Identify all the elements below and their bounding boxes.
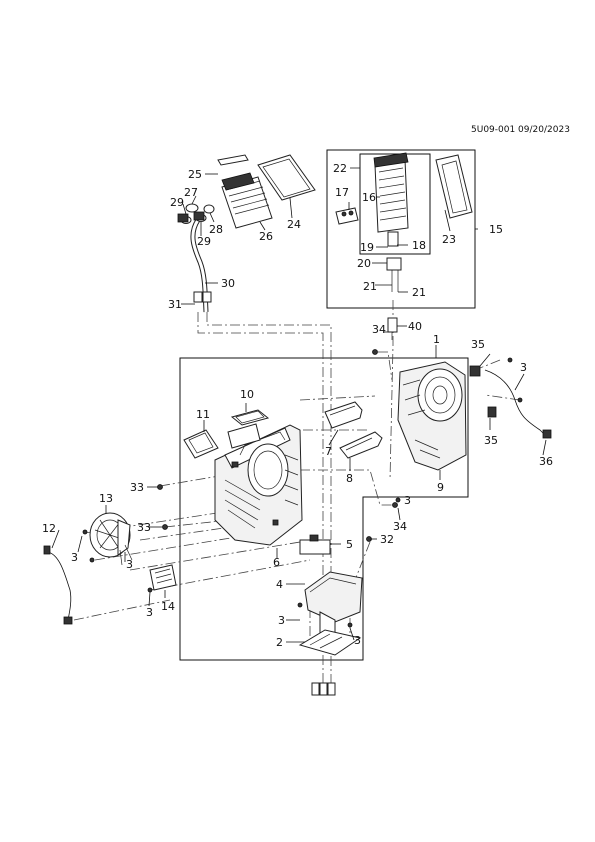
- callout-label: 10: [240, 388, 254, 401]
- callout-label: 3: [404, 494, 411, 507]
- drain-plate: [298, 629, 362, 656]
- callout-label: 18: [412, 239, 426, 252]
- wiring-harness: [47, 551, 72, 621]
- callout-label: 14: [161, 600, 175, 613]
- callout-label: 5: [346, 538, 353, 551]
- heater-core-subframe: [359, 153, 431, 255]
- callout-label: 35: [471, 338, 485, 351]
- blower-motor: [89, 512, 133, 566]
- callout-label: 40: [408, 320, 422, 333]
- assembly-line: [159, 474, 226, 487]
- callout-label: 15: [489, 223, 503, 236]
- callout-label: 3: [278, 614, 285, 627]
- callout-label: 31: [168, 298, 182, 311]
- callout-label: 1: [433, 333, 440, 346]
- screws: [82, 349, 523, 628]
- harness-connector: [43, 545, 51, 555]
- callout-label: 30: [221, 277, 235, 290]
- callout-labels: 1 2 3 3 3 3 3 3 3 4 5 6 7 8 9 10 11 12 1…: [42, 162, 553, 649]
- callout-label: 34: [393, 520, 407, 533]
- wiring-harness: [484, 369, 549, 439]
- assembly-line: [299, 395, 376, 401]
- assembly-line: [206, 312, 332, 690]
- callout-label: 21: [363, 280, 377, 293]
- callout-label: 3: [71, 551, 78, 564]
- assembly-line: [129, 541, 301, 571]
- blower-control-module: [149, 564, 177, 591]
- document-reference-code: 5U09-001 09/20/2023: [471, 125, 570, 135]
- callout-label: 12: [42, 522, 56, 535]
- drain-fittings: [311, 682, 336, 696]
- callout-label: 3: [354, 634, 361, 647]
- callout-label: 35: [484, 434, 498, 447]
- hvac-main-case: [214, 424, 303, 546]
- callout-label: 25: [188, 168, 202, 181]
- hvac-module-group-frame: [179, 357, 469, 661]
- assembly-line: [300, 469, 395, 506]
- callout-label: 22: [333, 162, 347, 175]
- callout-label: 21: [412, 286, 426, 299]
- callout-label: 6: [273, 556, 280, 569]
- assembly-line: [94, 529, 281, 561]
- callout-label: 36: [539, 455, 553, 468]
- actuator: [299, 534, 331, 555]
- rear-heater-core: [217, 154, 316, 229]
- temperature-sensor: [387, 317, 398, 340]
- callout-label: 17: [335, 186, 349, 199]
- air-duct: [339, 431, 383, 459]
- front-heater-core: [335, 152, 473, 292]
- callout-label: 3: [126, 558, 133, 571]
- callout-label: 33: [137, 521, 151, 534]
- assembly-line: [484, 394, 521, 401]
- blower-case: [397, 361, 497, 471]
- callout-label: 13: [99, 492, 113, 505]
- callout-label: 23: [442, 233, 456, 246]
- callout-label: 3: [520, 361, 527, 374]
- harness-connector: [542, 429, 552, 439]
- callout-label: 32: [380, 533, 394, 546]
- callout-label: 3: [146, 606, 153, 619]
- leader-lines: [51, 167, 547, 643]
- assembly-line: [389, 300, 394, 481]
- cabin-air-filter: [227, 409, 270, 449]
- callout-label: 28: [209, 223, 223, 236]
- callout-label: 29: [197, 235, 211, 248]
- air-duct: [324, 401, 363, 429]
- callout-label: 7: [325, 445, 332, 458]
- callout-label: 20: [357, 257, 371, 270]
- callout-label: 27: [184, 186, 198, 199]
- callout-label: 4: [276, 578, 283, 591]
- callout-label: 2: [276, 636, 283, 649]
- lower-case: [304, 571, 363, 641]
- callout-label: 34: [372, 323, 386, 336]
- callout-label: 33: [130, 481, 144, 494]
- filter-seal: [183, 429, 219, 459]
- harness-connector: [63, 616, 73, 625]
- callout-label: 11: [196, 408, 210, 421]
- heater-hose-assembly: [162, 218, 212, 313]
- assembly-line: [197, 312, 324, 690]
- callout-label: 16: [362, 191, 376, 204]
- assembly-line: [378, 351, 393, 381]
- assembly-line: [149, 559, 311, 591]
- callout-label: 8: [346, 472, 353, 485]
- callout-label: 9: [437, 481, 444, 494]
- callout-label: 19: [360, 241, 374, 254]
- callout-label: 24: [287, 218, 301, 231]
- assembly-line: [73, 599, 171, 621]
- hose-clamps: [177, 203, 215, 224]
- callout-label: 26: [259, 230, 273, 243]
- callout-label: 29: [170, 196, 184, 209]
- assembly-line: [354, 541, 371, 581]
